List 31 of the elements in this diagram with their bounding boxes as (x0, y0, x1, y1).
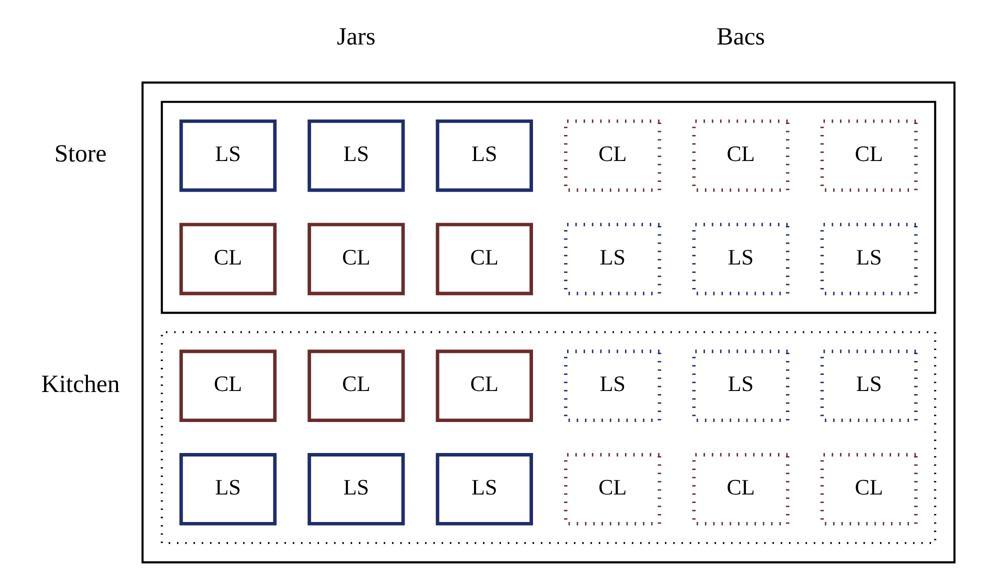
node-box: CL (179, 350, 277, 422)
node-box: CL (564, 453, 662, 526)
node-box: LS (564, 350, 662, 422)
node-box: LS (436, 119, 533, 192)
cluster (160, 331, 936, 544)
node-box: CL (436, 222, 533, 296)
label: Jars (336, 24, 376, 51)
label: Bacs (716, 24, 765, 51)
node-box: LS (308, 453, 405, 526)
node-box: CL (308, 350, 405, 422)
node-box: LS (820, 222, 918, 296)
cluster (160, 100, 936, 314)
node-box: CL (692, 119, 790, 192)
node-box: CL (564, 119, 662, 192)
node-box: CL (820, 119, 918, 192)
node-box: LS (179, 119, 277, 192)
label: Store (54, 140, 107, 168)
node-box: LS (692, 350, 790, 422)
node-box: LS (436, 453, 533, 526)
node-box: LS (179, 453, 277, 526)
node-box: CL (179, 222, 277, 296)
node-box: CL (692, 453, 790, 526)
node-box: LS (308, 119, 405, 192)
cluster (142, 82, 956, 564)
node-box: CL (820, 453, 918, 526)
node-box: CL (436, 350, 533, 422)
node-box: LS (564, 222, 662, 296)
label: Kitchen (41, 370, 120, 398)
node-box: CL (308, 222, 405, 296)
node-box: LS (820, 350, 918, 422)
node-box: LS (692, 222, 790, 296)
